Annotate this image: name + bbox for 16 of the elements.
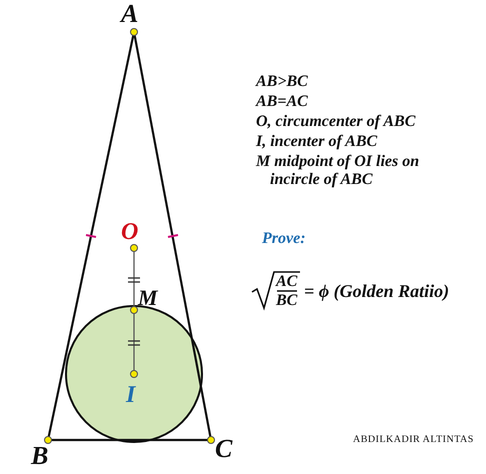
condition-text: AB>BC xyxy=(256,73,308,91)
condition-text: O, circumcenter of ABC xyxy=(256,113,416,131)
point-label: A xyxy=(121,0,138,29)
point-label: C xyxy=(215,435,232,464)
condition-text: M midpoint of OI lies on incircle of ABC xyxy=(256,153,420,188)
point-label: B xyxy=(31,442,48,471)
condition-text: I, incenter of ABC xyxy=(256,133,378,151)
point-label: M xyxy=(138,286,158,310)
point-label: O xyxy=(121,219,138,246)
fraction-numerator: AC xyxy=(276,273,298,291)
formula-text: = ϕ (Golden Ratiio) xyxy=(304,282,450,302)
author-signature: ABDILKADIR ALTINTAS xyxy=(353,434,474,445)
condition-text: AB=AC xyxy=(256,93,308,111)
fraction-denominator: BC xyxy=(276,292,298,310)
prove-heading: Prove: xyxy=(262,230,306,248)
point-label: I xyxy=(126,382,136,408)
